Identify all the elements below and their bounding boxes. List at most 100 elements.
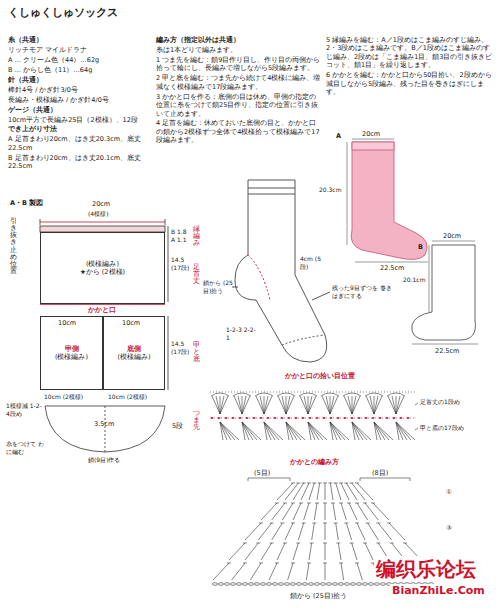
stitch-stroke	[389, 523, 405, 540]
stitch-stroke	[392, 396, 396, 414]
leader-line	[415, 403, 418, 405]
stitch-stroke	[312, 483, 316, 484]
stitch-stroke	[308, 583, 313, 586]
diagram-label: かかと口の拾い目位置	[285, 372, 355, 380]
stitch-stroke	[323, 417, 325, 419]
instruction-text: B … からし色（11）…64g	[8, 66, 150, 74]
stitch-stroke	[250, 563, 261, 580]
pattern-panel: 甲側(模様編み)	[40, 316, 103, 390]
stitch-stroke	[291, 563, 295, 564]
stitch-stroke	[344, 396, 352, 414]
stitch-stroke	[403, 543, 407, 544]
stitch-stroke	[357, 503, 368, 520]
stitch-stroke	[374, 422, 393, 440]
stitch-stroke	[325, 543, 326, 560]
instruction-text: 針（共通）	[8, 76, 150, 84]
stitch-stroke	[317, 483, 320, 500]
sock-a-edging	[352, 142, 394, 150]
stitch-stroke	[259, 523, 263, 524]
diagram-label: 22.5cm	[380, 264, 404, 272]
stitch-stroke	[352, 422, 371, 440]
stitch-stroke	[314, 503, 317, 520]
stitch-stroke	[270, 523, 274, 524]
pattern-panel: (模様編み)★から (2模様)	[40, 232, 165, 304]
stitch-stroke	[312, 523, 315, 540]
stitch-stroke	[291, 503, 295, 504]
leader-line	[415, 428, 418, 430]
stitch-stroke	[293, 543, 298, 560]
stitch-stroke	[302, 483, 306, 484]
stitch-stroke	[346, 483, 357, 500]
stitch-stroke	[300, 396, 308, 414]
stitch-stroke	[296, 543, 300, 544]
sock-b	[412, 245, 476, 340]
stitch-stroke	[344, 583, 349, 586]
stitch-stroke	[338, 583, 343, 586]
stitch-stroke	[220, 396, 224, 414]
tick	[165, 219, 166, 225]
stitch-stroke	[348, 396, 352, 414]
stitch-stroke	[368, 523, 379, 540]
stitch-stroke	[386, 417, 388, 419]
stitch-stroke	[264, 422, 283, 440]
stitch-stroke	[256, 543, 260, 544]
diagram-label: 14.5 (17段)	[171, 340, 193, 356]
stitch-stroke	[396, 422, 415, 440]
vertical-label: つま先	[193, 410, 200, 431]
stitch-stroke	[227, 563, 231, 564]
stitch-stroke	[326, 583, 331, 586]
diagram-label: A・B 製図	[10, 199, 43, 207]
stitch-stroke	[277, 543, 285, 560]
stitch-stroke	[325, 523, 326, 540]
stitch-stroke	[365, 503, 378, 520]
stitch-stroke	[286, 422, 293, 440]
stitch-stroke	[357, 483, 373, 500]
panel-text: 底側	[127, 345, 141, 353]
stitch-stroke	[308, 396, 316, 414]
diagram-label: 糸をつけて わに編む	[6, 440, 46, 456]
stitch-stroke	[316, 417, 318, 419]
stitch-stroke	[306, 563, 309, 580]
stitch-stroke	[260, 583, 265, 586]
stitch-stroke	[374, 422, 389, 440]
stitch-stroke	[366, 523, 370, 524]
stitch-stroke	[232, 563, 245, 580]
stitch-stroke	[396, 422, 411, 440]
panel-text: (模様編み)	[55, 353, 88, 361]
stitch-stroke	[211, 393, 229, 396]
tick	[40, 219, 41, 225]
stitch-stroke	[229, 543, 245, 560]
stitch-stroke	[341, 503, 346, 520]
heel-opening-chart	[210, 392, 418, 440]
stitch-stroke	[323, 523, 327, 524]
stitch-stroke	[363, 503, 367, 504]
stitch-stroke	[296, 483, 300, 484]
stitch-stroke	[339, 503, 343, 504]
stitch-stroke	[302, 583, 307, 586]
stitch-stroke	[290, 583, 295, 586]
instruction-text: でき上がり寸法	[8, 125, 150, 133]
diagram-label: 10cm (2模様)	[44, 393, 83, 401]
stitch-stroke	[333, 503, 336, 520]
stitch-stroke	[379, 417, 381, 419]
instruction-text: 棒針4号 / かぎ針3/0号	[8, 86, 150, 94]
vertical-label: 甲と底	[193, 342, 200, 363]
diagram-label: 鎖から (25目)拾う	[290, 592, 347, 600]
diagram-label: 20.3cm	[319, 186, 342, 194]
stitch-stroke	[288, 563, 293, 580]
stitch-stroke	[283, 503, 287, 504]
text-column: 5 縁編みを編む：A／1段めはこま編みのすじ編み、2・3段めはこま編みです。B／…	[326, 36, 494, 98]
stitch-stroke	[330, 422, 345, 440]
stitch-stroke	[220, 396, 228, 414]
stitch-stroke	[351, 417, 353, 419]
stitch-stroke	[344, 523, 348, 524]
stitch-stroke	[336, 483, 341, 500]
stitch-stroke	[330, 422, 337, 440]
diagram-label: 1-2-3 2-2-1	[226, 326, 256, 342]
stitch-stroke	[301, 483, 309, 500]
diagram-label: 10cm	[122, 319, 140, 327]
stitch-stroke	[239, 417, 241, 419]
stitch-stroke	[272, 503, 285, 520]
stitch-stroke	[330, 396, 334, 414]
diagram-label: 20.1cm	[403, 276, 426, 284]
